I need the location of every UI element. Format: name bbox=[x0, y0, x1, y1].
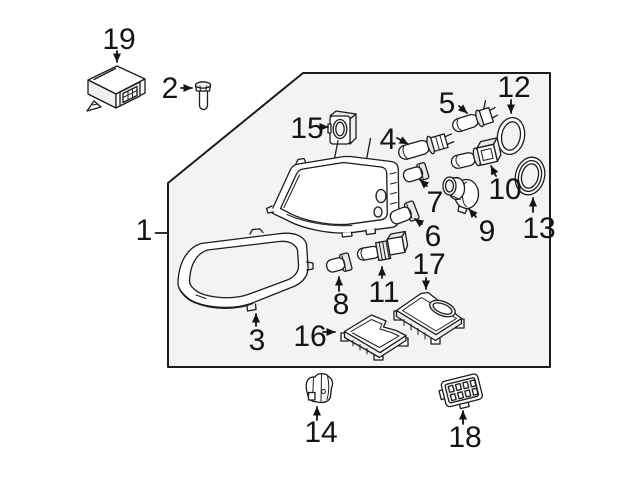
callout-arrow-6 bbox=[414, 218, 425, 228]
callout-label-19: 19 bbox=[102, 23, 135, 56]
callout-labels: 19 2 15 1 4 5 12 7 10 9 13 6 8 11 16 17 … bbox=[102, 23, 555, 454]
callout-label-10: 10 bbox=[488, 173, 521, 206]
callout-label-14: 14 bbox=[304, 416, 337, 449]
part-hid-bulb bbox=[442, 176, 480, 215]
part-cover-module bbox=[340, 314, 409, 361]
callout-arrow-10 bbox=[490, 165, 499, 177]
part-bulb-8 bbox=[325, 252, 353, 273]
part-bulb-socket-11 bbox=[356, 230, 409, 262]
callout-label-7: 7 bbox=[427, 186, 444, 219]
part-bulb-6 bbox=[389, 200, 420, 225]
callout-label-6: 6 bbox=[425, 220, 442, 253]
part-lens-seal bbox=[177, 228, 314, 312]
callout-label-2: 2 bbox=[162, 72, 179, 105]
part-ballast-module bbox=[393, 291, 465, 345]
part-bulb-socket-10 bbox=[450, 137, 502, 169]
callout-arrow-7 bbox=[419, 179, 430, 189]
part-seal-ring bbox=[514, 156, 546, 196]
callout-label-9: 9 bbox=[479, 215, 496, 248]
part-bulb-7 bbox=[402, 162, 430, 183]
part-relay bbox=[86, 65, 146, 112]
callout-label-5: 5 bbox=[439, 87, 456, 120]
part-bulb-4 bbox=[398, 133, 455, 160]
callout-label-12: 12 bbox=[497, 71, 530, 104]
part-socket-cap bbox=[305, 372, 334, 404]
part-headlamp-housing bbox=[265, 137, 400, 238]
callout-label-3: 3 bbox=[249, 324, 266, 357]
part-bolt bbox=[194, 81, 212, 111]
part-oring bbox=[496, 116, 526, 156]
callout-label-15: 15 bbox=[290, 112, 323, 145]
callout-arrow-9 bbox=[468, 208, 478, 219]
callout-label-16: 16 bbox=[293, 320, 326, 353]
callout-label-18: 18 bbox=[448, 421, 481, 454]
part-connector bbox=[438, 373, 483, 410]
part-socket bbox=[327, 110, 357, 145]
callout-label-8: 8 bbox=[333, 288, 350, 321]
callout-label-1: 1 bbox=[136, 214, 153, 247]
part-bulb-5 bbox=[452, 100, 499, 133]
callout-arrow-4 bbox=[396, 136, 409, 145]
callout-label-13: 13 bbox=[522, 212, 555, 245]
callout-label-4: 4 bbox=[380, 123, 397, 156]
callout-arrow-5 bbox=[457, 104, 468, 114]
callout-label-11: 11 bbox=[368, 276, 399, 309]
callout-arrows bbox=[113, 50, 537, 425]
callout-label-17: 17 bbox=[412, 248, 445, 281]
